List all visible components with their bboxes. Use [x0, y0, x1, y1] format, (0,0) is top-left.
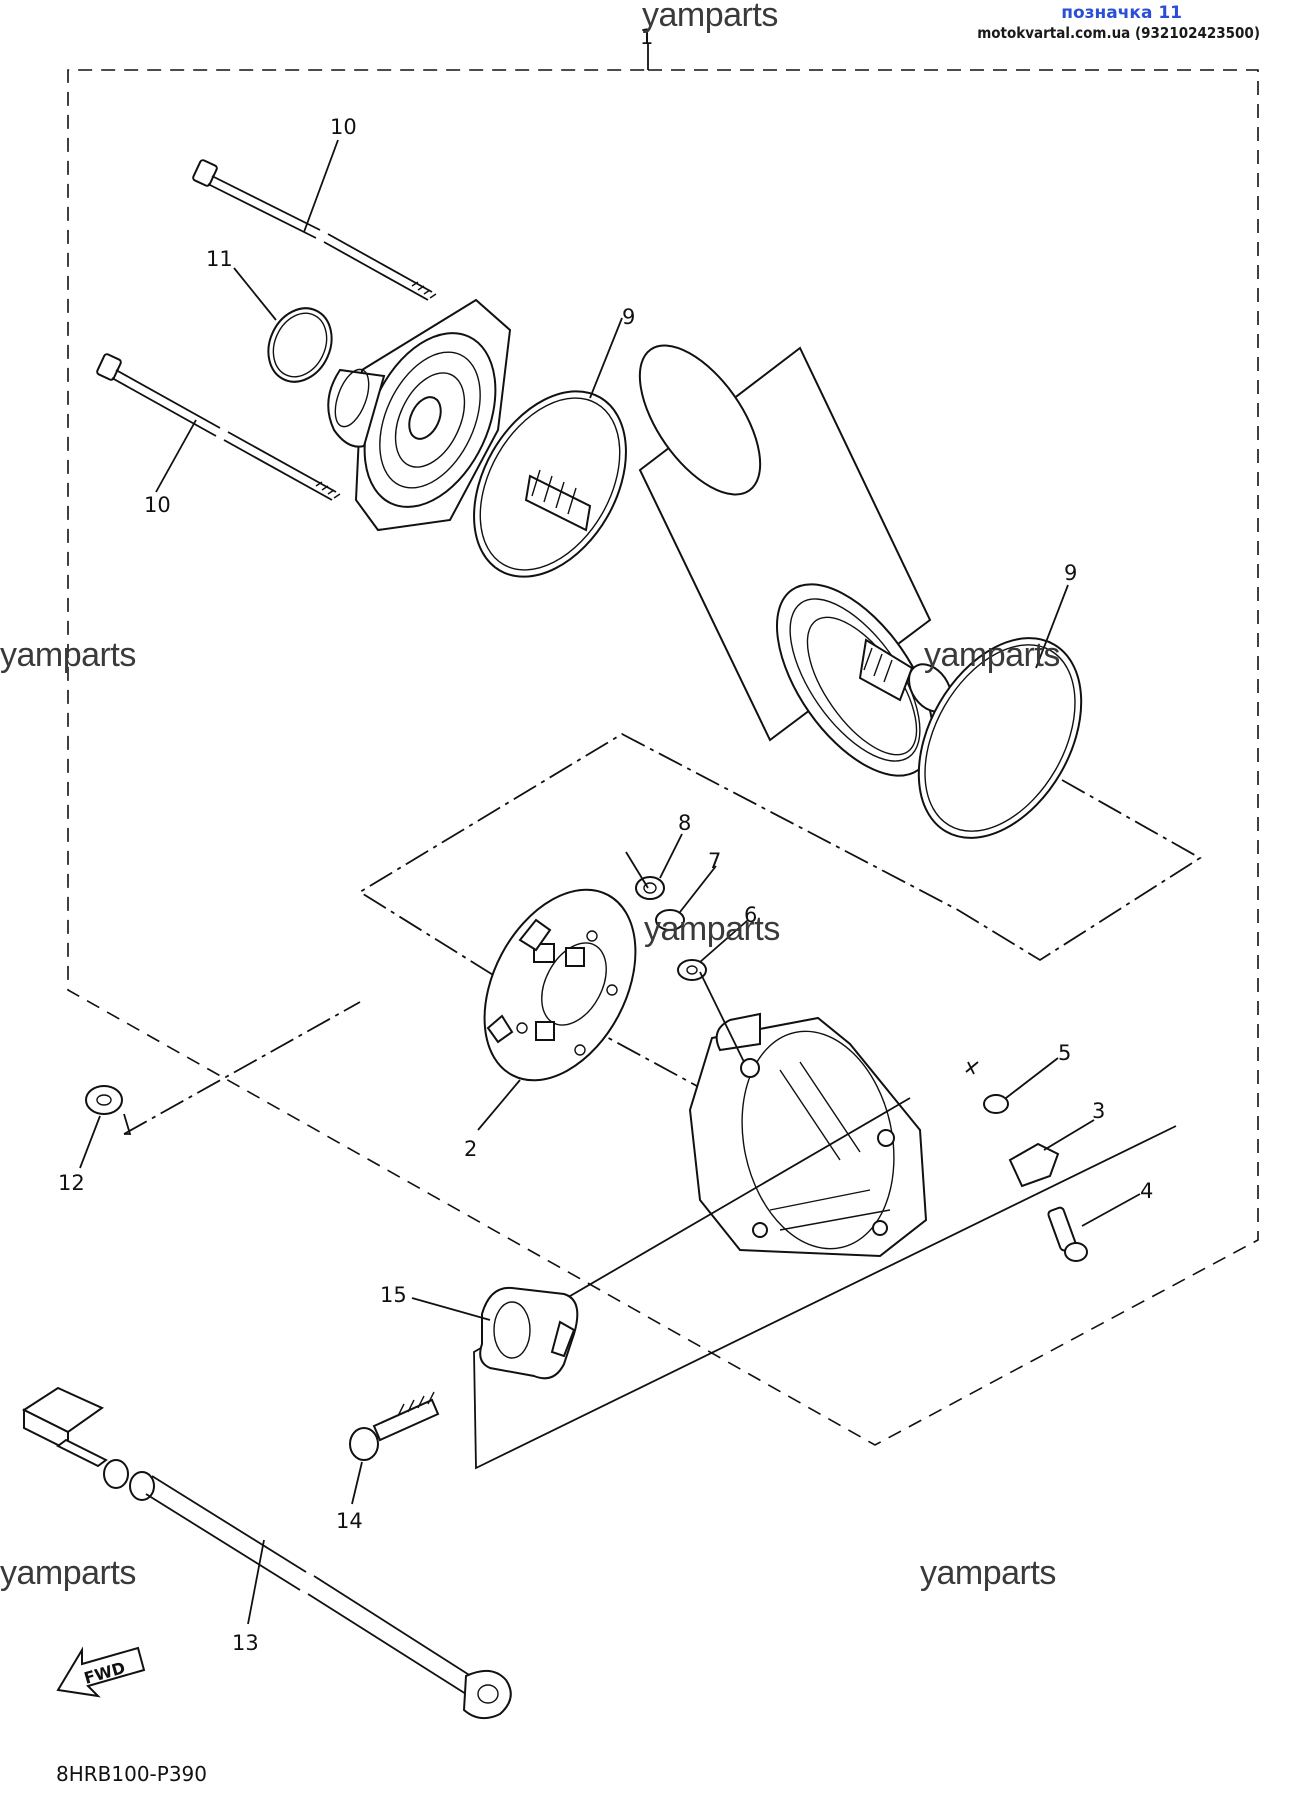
- brush-plate: [483, 888, 637, 1082]
- leader-9-front: [589, 317, 623, 399]
- rear-cover: [688, 1012, 928, 1258]
- callout-9-front: 9: [622, 305, 635, 329]
- leader-6-cover: [699, 971, 745, 1063]
- cable-13: [21, 1386, 512, 1720]
- callout-13: 13: [232, 1631, 259, 1655]
- leader-2: [477, 1079, 521, 1131]
- catalog-tag: позначка 11: [1061, 3, 1182, 23]
- watermark: yamparts: [0, 636, 136, 674]
- watermark: yamparts: [0, 1554, 136, 1592]
- watermark: yamparts: [644, 910, 780, 948]
- watermark: yamparts: [642, 0, 778, 34]
- callout-9-rear: 9: [1064, 561, 1077, 585]
- leader-5: [1005, 1057, 1059, 1099]
- leader-12: [79, 1115, 101, 1169]
- watermark: yamparts: [920, 1554, 1056, 1592]
- fwd-arrow: [56, 1646, 146, 1698]
- leader-5-guide: [965, 1061, 979, 1073]
- assembly-boundary: [67, 69, 1259, 1446]
- diagram-code: 8HRB100-P390: [56, 1762, 208, 1786]
- screw-4: [1047, 1206, 1088, 1262]
- alignment-end-12: [123, 1113, 132, 1135]
- alignment-line-upper: [358, 732, 1202, 1093]
- callout-1: 1: [640, 25, 653, 49]
- callout-10-bottom: 10: [144, 493, 171, 517]
- alignment-line-lower: [123, 1001, 361, 1135]
- callout-10-top: 10: [330, 115, 357, 139]
- nut-8: [635, 876, 665, 900]
- bolt-bottom: [96, 353, 341, 501]
- leader-3: [1043, 1119, 1095, 1151]
- leader-8: [659, 833, 683, 879]
- leader-10-top: [303, 139, 339, 233]
- mounting-line: [473, 1097, 1177, 1470]
- site-reference: motokvartal.com.ua (932102423500): [977, 24, 1260, 42]
- leader-11: [233, 267, 277, 321]
- washer-6: [677, 959, 707, 981]
- callout-14: 14: [336, 1509, 363, 1533]
- motor-yoke: [524, 344, 952, 777]
- watermark: yamparts: [924, 636, 1060, 674]
- leader-15: [411, 1297, 491, 1321]
- callout-4: 4: [1140, 1179, 1153, 1203]
- callout-11: 11: [206, 247, 233, 271]
- clamp-15: [479, 1286, 579, 1380]
- bolt-14: [349, 1391, 440, 1461]
- oring-11: [267, 307, 333, 383]
- callout-3: 3: [1092, 1099, 1105, 1123]
- leader-14: [351, 1461, 363, 1505]
- leader-10-bottom: [155, 419, 197, 493]
- callout-7: 7: [708, 849, 721, 873]
- callout-2: 2: [464, 1137, 477, 1161]
- nut-12: [85, 1085, 123, 1115]
- callout-12: 12: [58, 1171, 85, 1195]
- leader-6: [699, 919, 749, 963]
- washer-7: [655, 909, 685, 931]
- leader-13: [247, 1539, 265, 1625]
- callout-6: 6: [744, 903, 757, 927]
- leader-4: [1081, 1193, 1141, 1227]
- oring-9-rear: [917, 637, 1083, 839]
- washer-5: [983, 1094, 1009, 1114]
- callout-15: 15: [380, 1283, 407, 1307]
- bolt-top: [192, 159, 437, 301]
- leader-5-top: [967, 1061, 975, 1075]
- leader-9-rear: [1035, 584, 1069, 669]
- clip-3: [1008, 1142, 1060, 1188]
- front-cover: [327, 298, 512, 532]
- leader-7: [679, 865, 717, 913]
- callout-8: 8: [678, 811, 691, 835]
- callout-5: 5: [1058, 1041, 1071, 1065]
- leader-nut-guide: [625, 851, 649, 889]
